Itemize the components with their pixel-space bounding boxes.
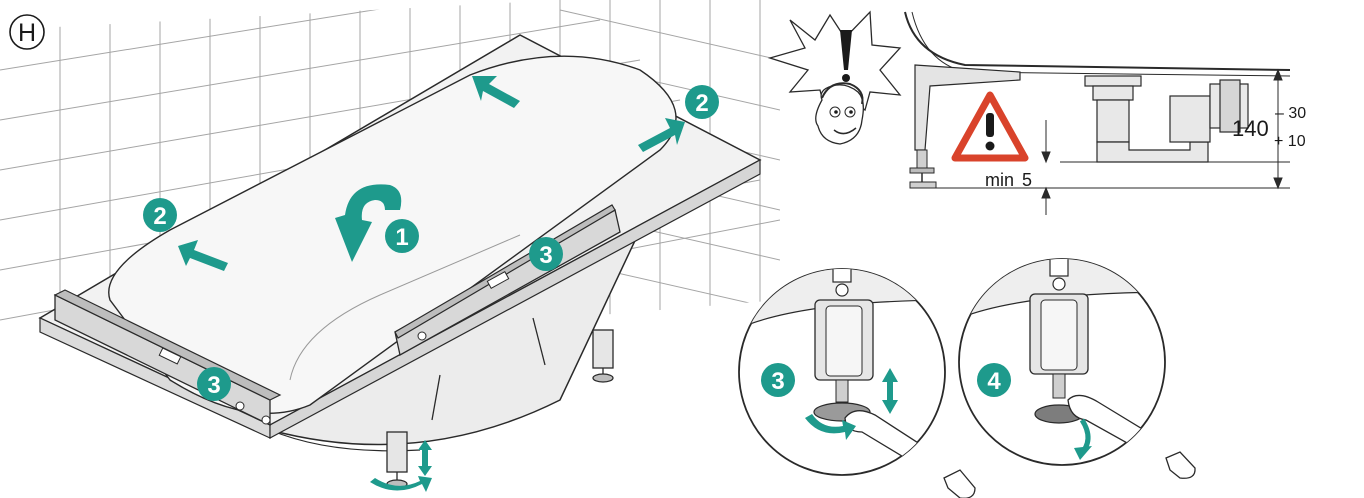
svg-text:2: 2 xyxy=(695,90,708,117)
tub-leg-back xyxy=(592,329,614,383)
dimension-lines xyxy=(935,68,1290,215)
exclamation-icon xyxy=(840,30,852,82)
step-badge-three-detail: 3 xyxy=(761,363,795,397)
min-label: min xyxy=(985,170,1014,190)
section-letter-circle xyxy=(9,14,45,50)
spirit-level-side xyxy=(394,204,621,356)
svg-text:3: 3 xyxy=(771,368,784,395)
section-letter-badge: H xyxy=(9,14,45,50)
tolerance-upper: – 30 xyxy=(1275,105,1306,122)
detail-circle-lock: 4 xyxy=(958,258,1166,466)
section-letter: H xyxy=(18,19,36,47)
tub-leg-front xyxy=(386,431,408,489)
push-arrow-icon xyxy=(178,76,685,271)
svg-text:4: 4 xyxy=(987,368,1001,395)
foot-bracket xyxy=(914,64,1021,151)
height-value: 140 xyxy=(1232,116,1269,141)
step-badge-three-side: 3 xyxy=(529,237,563,271)
tolerance-lower: + 10 xyxy=(1274,133,1306,150)
drain-trap xyxy=(1084,75,1249,163)
step-badge-two-right: 2 xyxy=(685,85,719,119)
wrench-jaw-four xyxy=(1165,451,1196,479)
svg-text:1: 1 xyxy=(395,224,408,251)
svg-text:3: 3 xyxy=(207,372,220,399)
step-badge-two-left: 2 xyxy=(143,198,177,232)
step-badge-four: 4 xyxy=(977,363,1011,397)
vertical-adjust-arrow-icon xyxy=(370,440,432,492)
warning-triangle-icon xyxy=(951,91,1029,162)
rotate-arrow-icon xyxy=(335,184,402,262)
detail-circle-adjust: 3 xyxy=(738,268,946,476)
svg-text:3: 3 xyxy=(539,242,552,269)
bathtub xyxy=(38,34,762,489)
tub-support-straps xyxy=(431,317,546,421)
surprised-person xyxy=(767,10,902,145)
svg-text:2: 2 xyxy=(153,203,166,230)
min-value: 5 xyxy=(1022,170,1032,190)
step-badge-one: 1 xyxy=(385,219,419,253)
wrench-jaw-three xyxy=(943,469,976,498)
level-icon xyxy=(158,347,182,365)
adjust-arrows-three xyxy=(805,368,898,440)
step-badge-three-front: 3 xyxy=(197,367,231,401)
drain-detail: min 5 140 – 30 + 10 xyxy=(904,11,1306,215)
